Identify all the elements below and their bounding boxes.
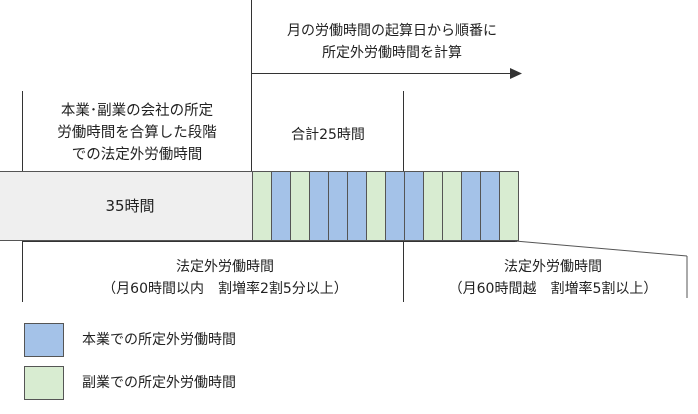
header-line-1: 月の労働時間の起算日から順番に [287,23,497,39]
over-60-line-1: 法定外労働時間 [504,259,602,275]
segment-blue-9 [404,171,424,241]
legend-main-job-label: 本業での所定外労働時間 [82,332,236,348]
segment-green-7 [366,171,386,241]
combined-hours-label: 本業･副業の会社の所定 労働時間を合算した段階 での法定外労働時間 [26,100,248,166]
overtime-over-60-label: 法定外労働時間 （月60時間越 割増率5割以上） [418,256,688,300]
header-text: 月の労働時間の起算日から順番に 所定外労働時間を計算 [262,20,522,64]
within-60-line-1: 法定外労働時間 [176,259,274,275]
arrow-shaft [251,73,513,74]
total-hours-label: 合計25時間 [291,127,365,143]
arrow-head-icon [510,68,522,79]
segment-blue-5 [328,171,348,241]
center-divider-line [251,0,252,171]
combined-line-3: での法定外労働時間 [71,147,203,163]
segment-green-1 [252,171,272,241]
slanted-guide-line [515,240,688,298]
base-hours-bar [0,171,252,241]
segment-blue-12 [461,171,481,241]
segment-green-11 [442,171,462,241]
overtime-within-60-label: 法定外労働時間 （月60時間以内 割増率2割5分以上） [60,256,390,300]
segment-blue-2 [271,171,291,241]
segment-blue-6 [347,171,367,241]
segment-green-3 [290,171,310,241]
combined-line-2: 労働時間を合算した段階 [57,125,217,141]
base-hours-label: 35時間 [105,197,155,215]
legend-side-job-label: 副業での所定外労働時間 [82,375,236,391]
segment-blue-4 [309,171,329,241]
segment-green-10 [423,171,443,241]
segment-green-14 [499,171,519,241]
segment-blue-8 [385,171,405,241]
combined-line-1: 本業･副業の会社の所定 [60,103,214,119]
bottom-baseline [22,241,517,242]
header-line-2: 所定外労働時間を計算 [322,45,462,61]
over-60-line-2: （月60時間越 割増率5割以上） [448,281,658,297]
legend-blue-swatch [24,323,64,357]
within-60-line-2: （月60時間以内 割増率2割5分以上） [102,281,348,297]
segment-blue-13 [480,171,500,241]
legend-green-swatch [24,366,64,400]
